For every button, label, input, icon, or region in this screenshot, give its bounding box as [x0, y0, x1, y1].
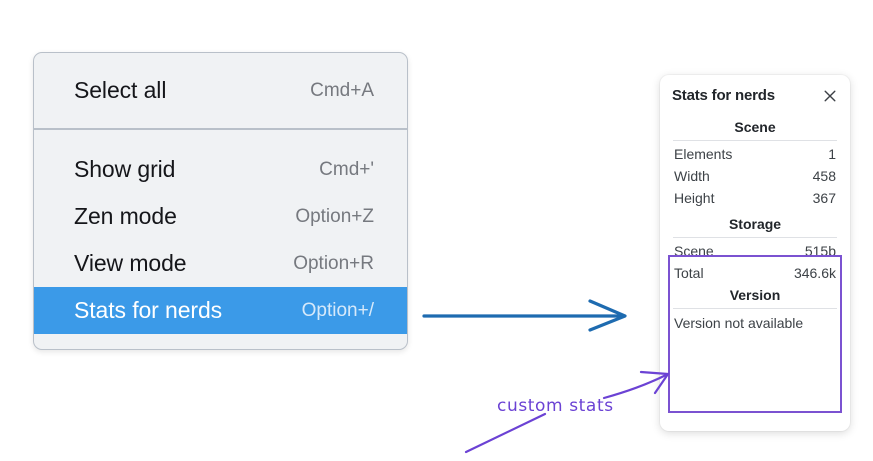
menu-item-stats-for-nerds[interactable]: Stats for nerds Option+/ — [34, 287, 407, 334]
stats-row-value: 515b — [804, 243, 836, 259]
stats-row-key: Scene — [674, 243, 714, 259]
menu-item-view-mode[interactable]: View mode Option+R — [34, 240, 407, 287]
stats-row-value: 367 — [812, 190, 836, 206]
menu-bottom-padding — [34, 334, 407, 349]
stats-highlighted-block: Storage Scene 515b Total 346.6k Version … — [669, 209, 841, 333]
menu-item-show-grid[interactable]: Show grid Cmd+' — [34, 146, 407, 193]
menu-item-shortcut: Option+R — [293, 252, 374, 274]
section-divider — [673, 308, 837, 309]
stats-section-storage: Storage Scene 515b Total 346.6k — [669, 213, 841, 284]
stats-section-scene: Scene Elements 1 Width 458 Height 367 — [669, 116, 841, 209]
menu-item-label: Show grid — [74, 156, 176, 182]
menu-item-label: Zen mode — [74, 203, 177, 229]
menu-item-label: View mode — [74, 250, 187, 276]
stats-row-key: Total — [674, 265, 704, 281]
purple-underline-stroke — [464, 412, 547, 454]
menu-item-shortcut: Cmd+' — [319, 158, 374, 180]
stats-row-value: 346.6k — [793, 265, 836, 281]
stats-row-version-value: Version not available — [674, 315, 804, 331]
context-menu[interactable]: Select all Cmd+A Show grid Cmd+' Zen mod… — [33, 52, 408, 350]
section-divider — [673, 237, 837, 238]
stats-row-key: Elements — [674, 146, 733, 162]
stats-row-height: Height 367 — [669, 187, 841, 209]
stats-panel-header: Stats for nerds — [669, 87, 841, 104]
close-icon[interactable] — [822, 88, 838, 104]
custom-stats-annotation-label: custom stats — [497, 396, 614, 416]
section-heading: Version — [729, 287, 781, 303]
purple-arrow-to-highlight — [602, 370, 670, 400]
menu-item-zen-mode[interactable]: Zen mode Option+Z — [34, 193, 407, 240]
menu-item-select-all[interactable]: Select all Cmd+A — [34, 67, 407, 114]
menu-group-1: Select all Cmd+A — [34, 53, 407, 128]
stats-row-key: Width — [674, 168, 710, 184]
stats-section-version: Version Version not available — [669, 284, 841, 333]
menu-item-shortcut: Cmd+A — [310, 79, 374, 101]
stats-row-storage-scene: Scene 515b — [669, 240, 841, 262]
blue-arrow — [422, 299, 627, 332]
stats-row-key: Height — [674, 190, 715, 206]
menu-item-shortcut: Option+/ — [301, 299, 374, 321]
section-divider — [673, 140, 837, 141]
stats-row-value: 458 — [812, 168, 836, 184]
stats-row-value: 1 — [828, 146, 836, 162]
stats-panel-title: Stats for nerds — [672, 87, 775, 104]
menu-item-label: Select all — [74, 77, 167, 103]
section-heading: Scene — [734, 119, 776, 135]
menu-group-2: Show grid Cmd+' Zen mode Option+Z View m… — [34, 130, 407, 349]
stats-for-nerds-panel: Stats for nerds Scene Elements 1 Width 4… — [660, 75, 850, 431]
menu-item-shortcut: Option+Z — [295, 205, 374, 227]
stats-row-width: Width 458 — [669, 165, 841, 187]
menu-separator — [34, 128, 407, 130]
stats-row-storage-total: Total 346.6k — [669, 262, 841, 284]
menu-item-label: Stats for nerds — [74, 297, 223, 323]
stats-row-elements: Elements 1 — [669, 143, 841, 165]
section-heading: Storage — [728, 216, 782, 232]
